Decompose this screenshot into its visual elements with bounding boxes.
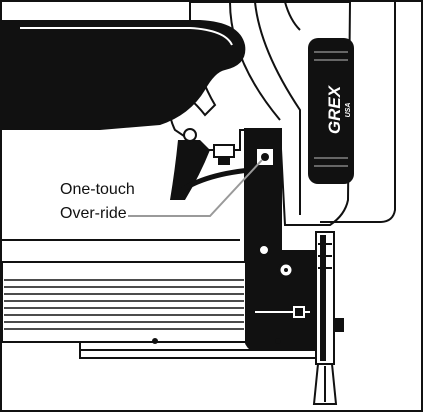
rail-rivet-2 xyxy=(275,338,281,344)
callout-leader xyxy=(128,159,263,217)
brand-name: GREX xyxy=(325,84,344,134)
housing-curve-3 xyxy=(284,1,301,31)
magazine-ribs xyxy=(4,279,244,330)
callout-label-line-2: Over-ride xyxy=(60,205,127,222)
housing-curve-2 xyxy=(254,1,301,215)
trigger xyxy=(170,140,210,200)
plate-slot xyxy=(293,306,305,318)
adjust-knob xyxy=(258,244,270,256)
magazine xyxy=(1,261,247,343)
nose-knob xyxy=(334,318,344,332)
trigger-pivot xyxy=(183,128,197,142)
override-button-dot xyxy=(261,153,269,161)
depth-nut xyxy=(213,144,235,158)
trigger-guard xyxy=(173,167,251,197)
nose-plate xyxy=(244,128,316,350)
handle-grip xyxy=(2,20,246,130)
plate-screw-right-center xyxy=(284,268,288,272)
magazine-bottom xyxy=(79,350,316,359)
rail-rivet-1 xyxy=(152,338,158,344)
callout-label-line-1: One-touch xyxy=(60,181,135,198)
brand-sub: USA xyxy=(345,103,352,118)
brand-logo: GREX USA xyxy=(325,84,352,134)
housing-right-edge xyxy=(320,2,396,223)
nose-guide-strip xyxy=(320,235,326,361)
handle-highlight xyxy=(20,27,233,46)
brand-badge xyxy=(308,38,354,184)
housing-curve-1 xyxy=(229,1,281,121)
depth-nut-base xyxy=(218,157,230,165)
